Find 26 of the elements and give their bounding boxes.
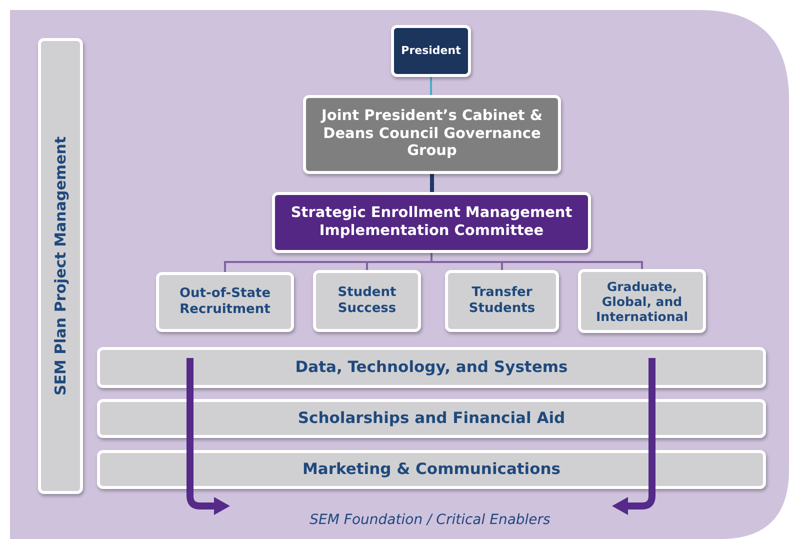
connector-line xyxy=(430,253,643,269)
box-label: SEM Plan Project Management xyxy=(52,136,70,396)
box-label: Scholarships and Financial Aid xyxy=(298,409,566,428)
workgroup-box xyxy=(578,269,706,333)
box-label: Marketing & Communications xyxy=(302,460,561,479)
foundation-band xyxy=(97,399,766,438)
governance-box xyxy=(303,95,561,174)
box-label: Strategic Enrollment Management Implementation Committee xyxy=(290,205,574,240)
workgroup-box xyxy=(313,270,421,332)
connector-line xyxy=(430,77,432,95)
foundation-band xyxy=(97,347,766,388)
connector-line xyxy=(430,174,434,192)
side-panel xyxy=(38,38,83,494)
committee-box xyxy=(272,192,591,253)
box-label: Graduate, Global, and International xyxy=(595,278,689,324)
box-label: Out-of-State Recruitment xyxy=(178,286,272,318)
workgroup-box xyxy=(156,272,294,332)
box-label: Joint President’s Cabinet & Deans Council Governance Group xyxy=(320,108,544,161)
role-box xyxy=(391,25,471,77)
caption-text: SEM Foundation / Critical Enablers xyxy=(308,512,552,528)
box-label: President xyxy=(401,44,461,58)
workgroup-box xyxy=(445,270,559,332)
box-label: Data, Technology, and Systems xyxy=(295,358,568,377)
box-label: Transfer Students xyxy=(468,285,536,317)
box-label: Student Success xyxy=(336,285,398,317)
foundation-band xyxy=(97,450,766,489)
